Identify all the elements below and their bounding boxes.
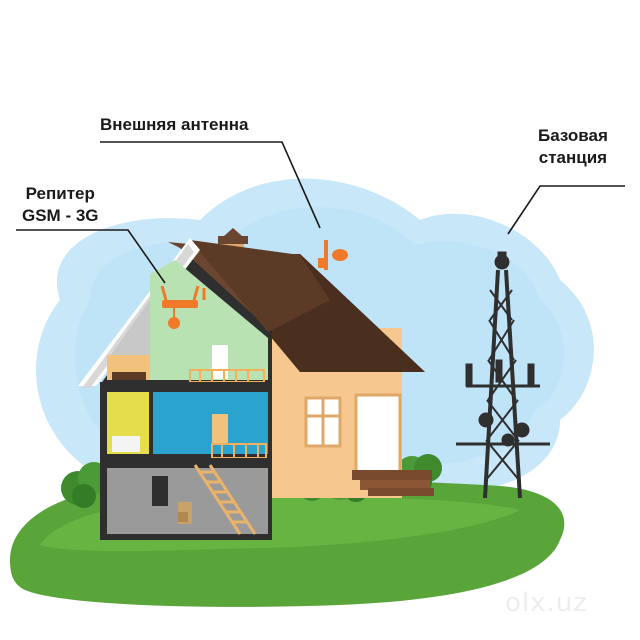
- tower-icon: [456, 251, 550, 499]
- basement-door: [152, 476, 168, 506]
- porch: [354, 393, 402, 477]
- watermark-logo: olx.uz: [505, 588, 588, 618]
- callout-lines: [16, 141, 625, 284]
- callout-antenna: [100, 141, 321, 229]
- porch-step-2: [360, 480, 430, 490]
- label-base-station-line1: Базовая: [538, 126, 608, 145]
- left-room-table: [112, 436, 140, 452]
- basement: [107, 468, 268, 534]
- callout-station: [507, 185, 625, 235]
- house-icon: [78, 228, 434, 540]
- porch-step-3: [368, 488, 434, 496]
- staircase: [193, 464, 257, 535]
- antenna-icon: [318, 240, 348, 270]
- label-repeater: Репитер GSM - 3G: [22, 183, 99, 227]
- label-repeater-line1: Репитер: [25, 184, 95, 203]
- middle-room-door: [212, 414, 228, 444]
- repeater-icon: [160, 285, 206, 329]
- callout-repeater: [16, 229, 166, 284]
- label-external-antenna: Внешняя антенна: [100, 114, 249, 136]
- label-repeater-line2: GSM - 3G: [22, 206, 99, 225]
- label-external-antenna-text: Внешняя антенна: [100, 115, 249, 134]
- label-base-station-line2: станция: [538, 148, 608, 167]
- label-base-station: Базовая станция: [538, 125, 608, 169]
- attic-door: [212, 345, 228, 379]
- porch-step-1: [352, 470, 432, 480]
